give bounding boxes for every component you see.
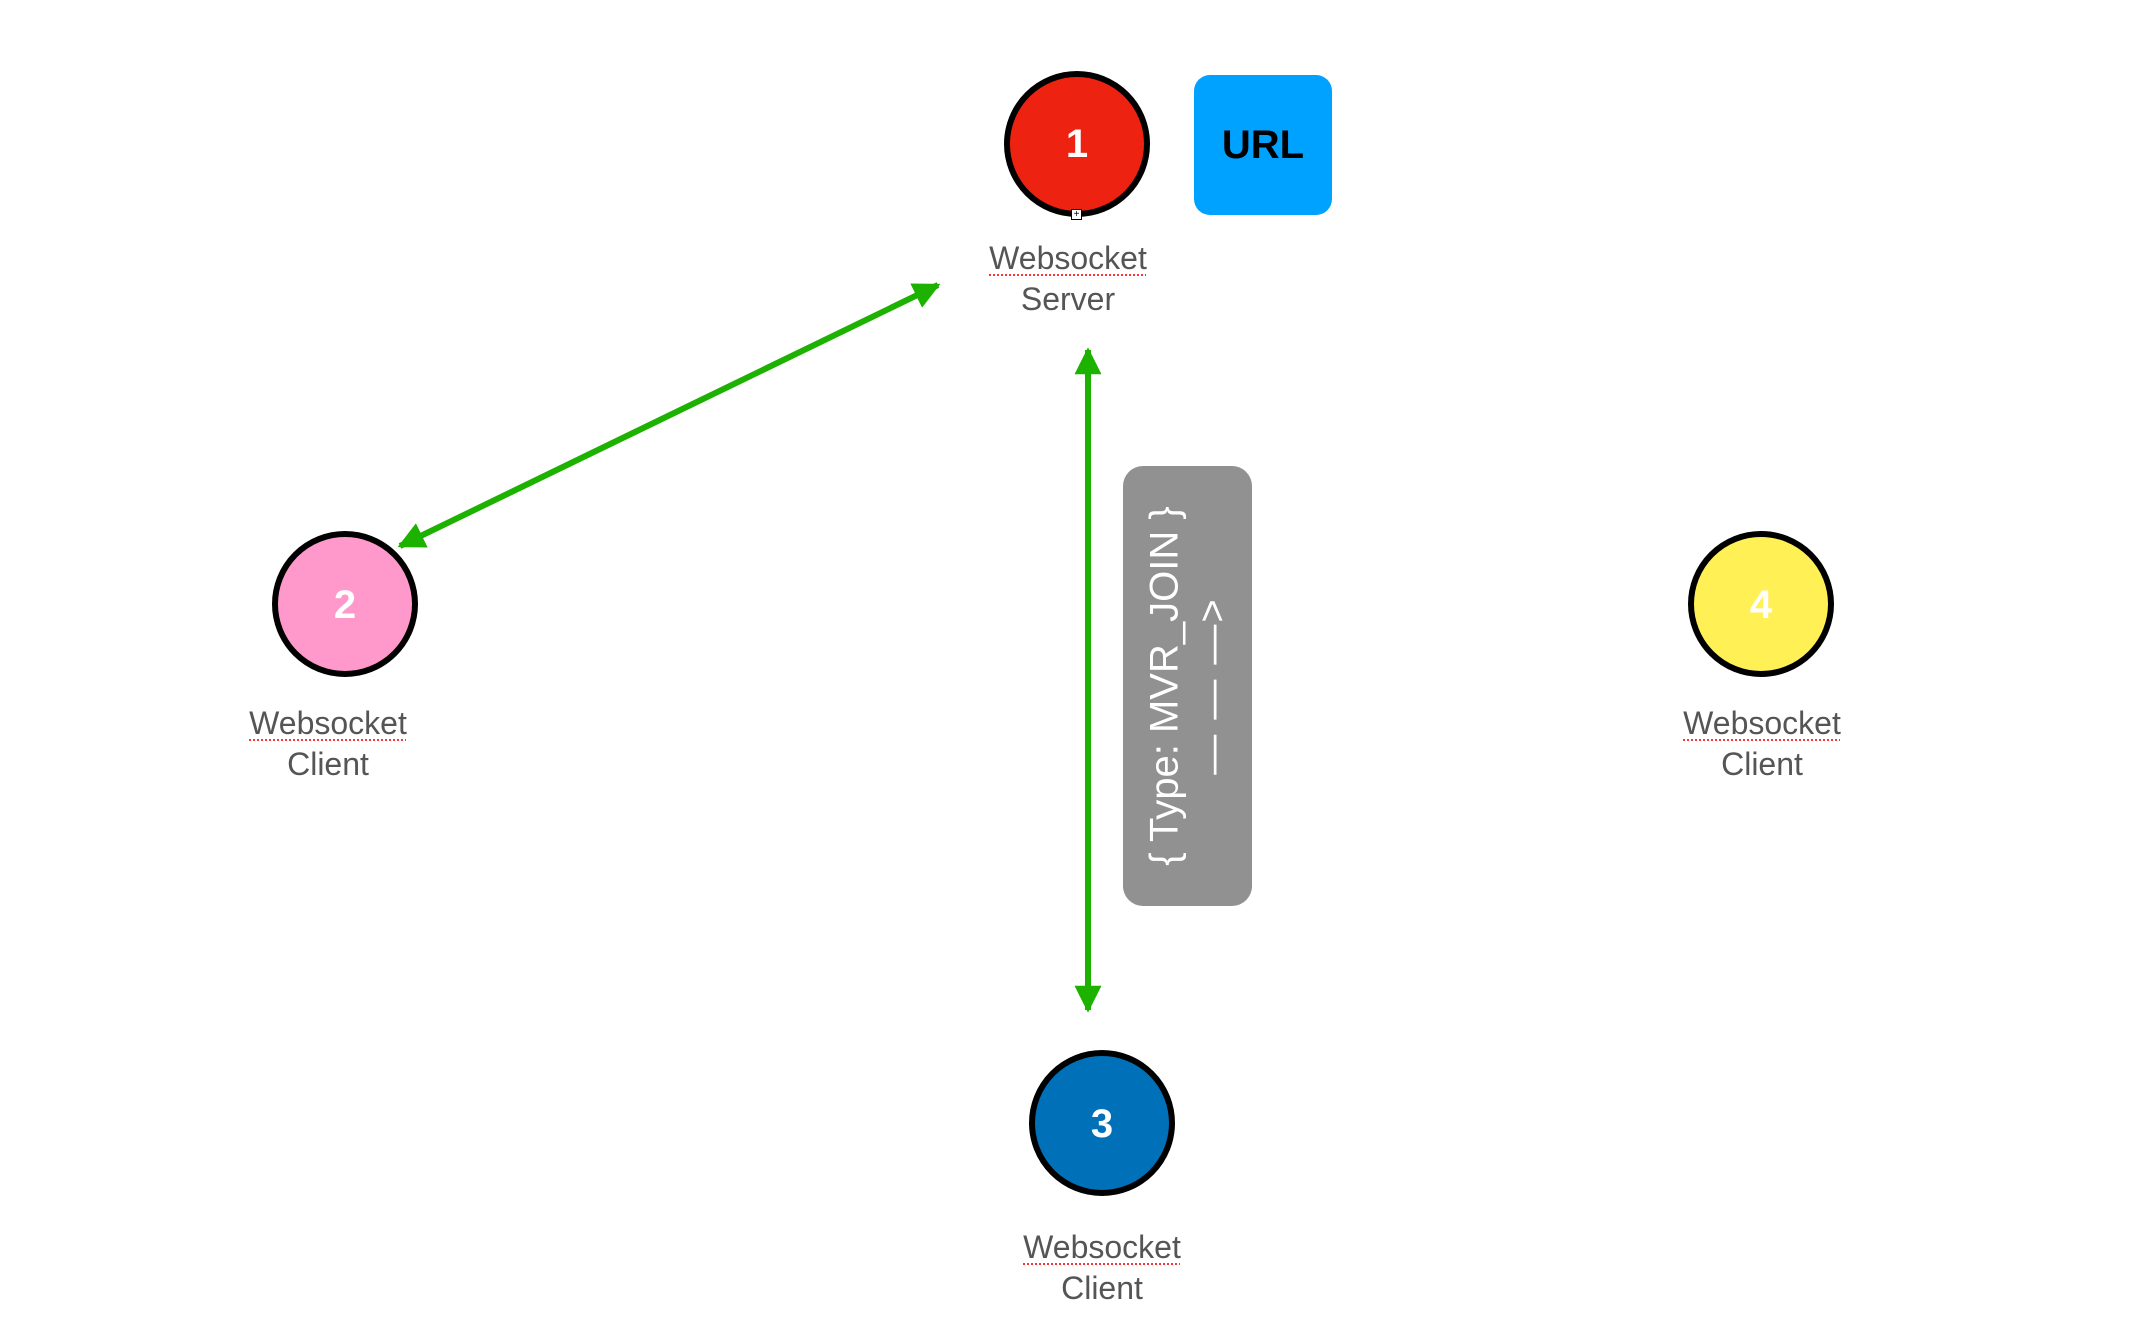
plus-square-icon[interactable]: +	[1071, 209, 1082, 220]
message-type-text: { Type: MVR_JOIN }	[1141, 506, 1186, 866]
url-box[interactable]: URL	[1194, 75, 1332, 215]
node-3-label-line1: Websocket	[1023, 1229, 1181, 1265]
url-label: URL	[1221, 122, 1305, 167]
node-2-label: Websocket Client	[208, 703, 448, 785]
message-label-box[interactable]: { Type: MVR_JOIN } — — —>	[1123, 466, 1252, 906]
node-1-label-line2: Server	[1020, 281, 1116, 317]
connection-arrow-server-client2[interactable]	[397, 282, 941, 549]
node-4-number: 4	[1750, 583, 1773, 627]
node-1-number: 1	[1066, 122, 1088, 166]
node-1[interactable]: 1	[1004, 71, 1150, 217]
node-4-label: Websocket Client	[1642, 703, 1882, 785]
node-3-number: 3	[1091, 1102, 1113, 1146]
node-4-label-line2: Client	[1721, 746, 1803, 782]
message-direction-arrow: — — —>	[1189, 597, 1234, 775]
node-3-label: Websocket Client	[982, 1227, 1222, 1309]
node-2-label-line2: Client	[287, 746, 369, 782]
node-4-label-line1: Websocket	[1683, 705, 1841, 741]
message-text: { Type: MVR_JOIN } — — —>	[1123, 466, 1252, 906]
node-2-number: 2	[334, 583, 356, 627]
node-1-label: Websocket Server	[948, 238, 1188, 320]
node-3[interactable]: 3	[1029, 1050, 1175, 1196]
node-3-label-line2: Client	[1061, 1270, 1143, 1306]
node-4[interactable]: 4	[1688, 531, 1834, 677]
node-2-label-line1: Websocket	[249, 705, 407, 741]
node-2[interactable]: 2	[272, 531, 418, 677]
node-1-label-line1: Websocket	[989, 240, 1147, 276]
